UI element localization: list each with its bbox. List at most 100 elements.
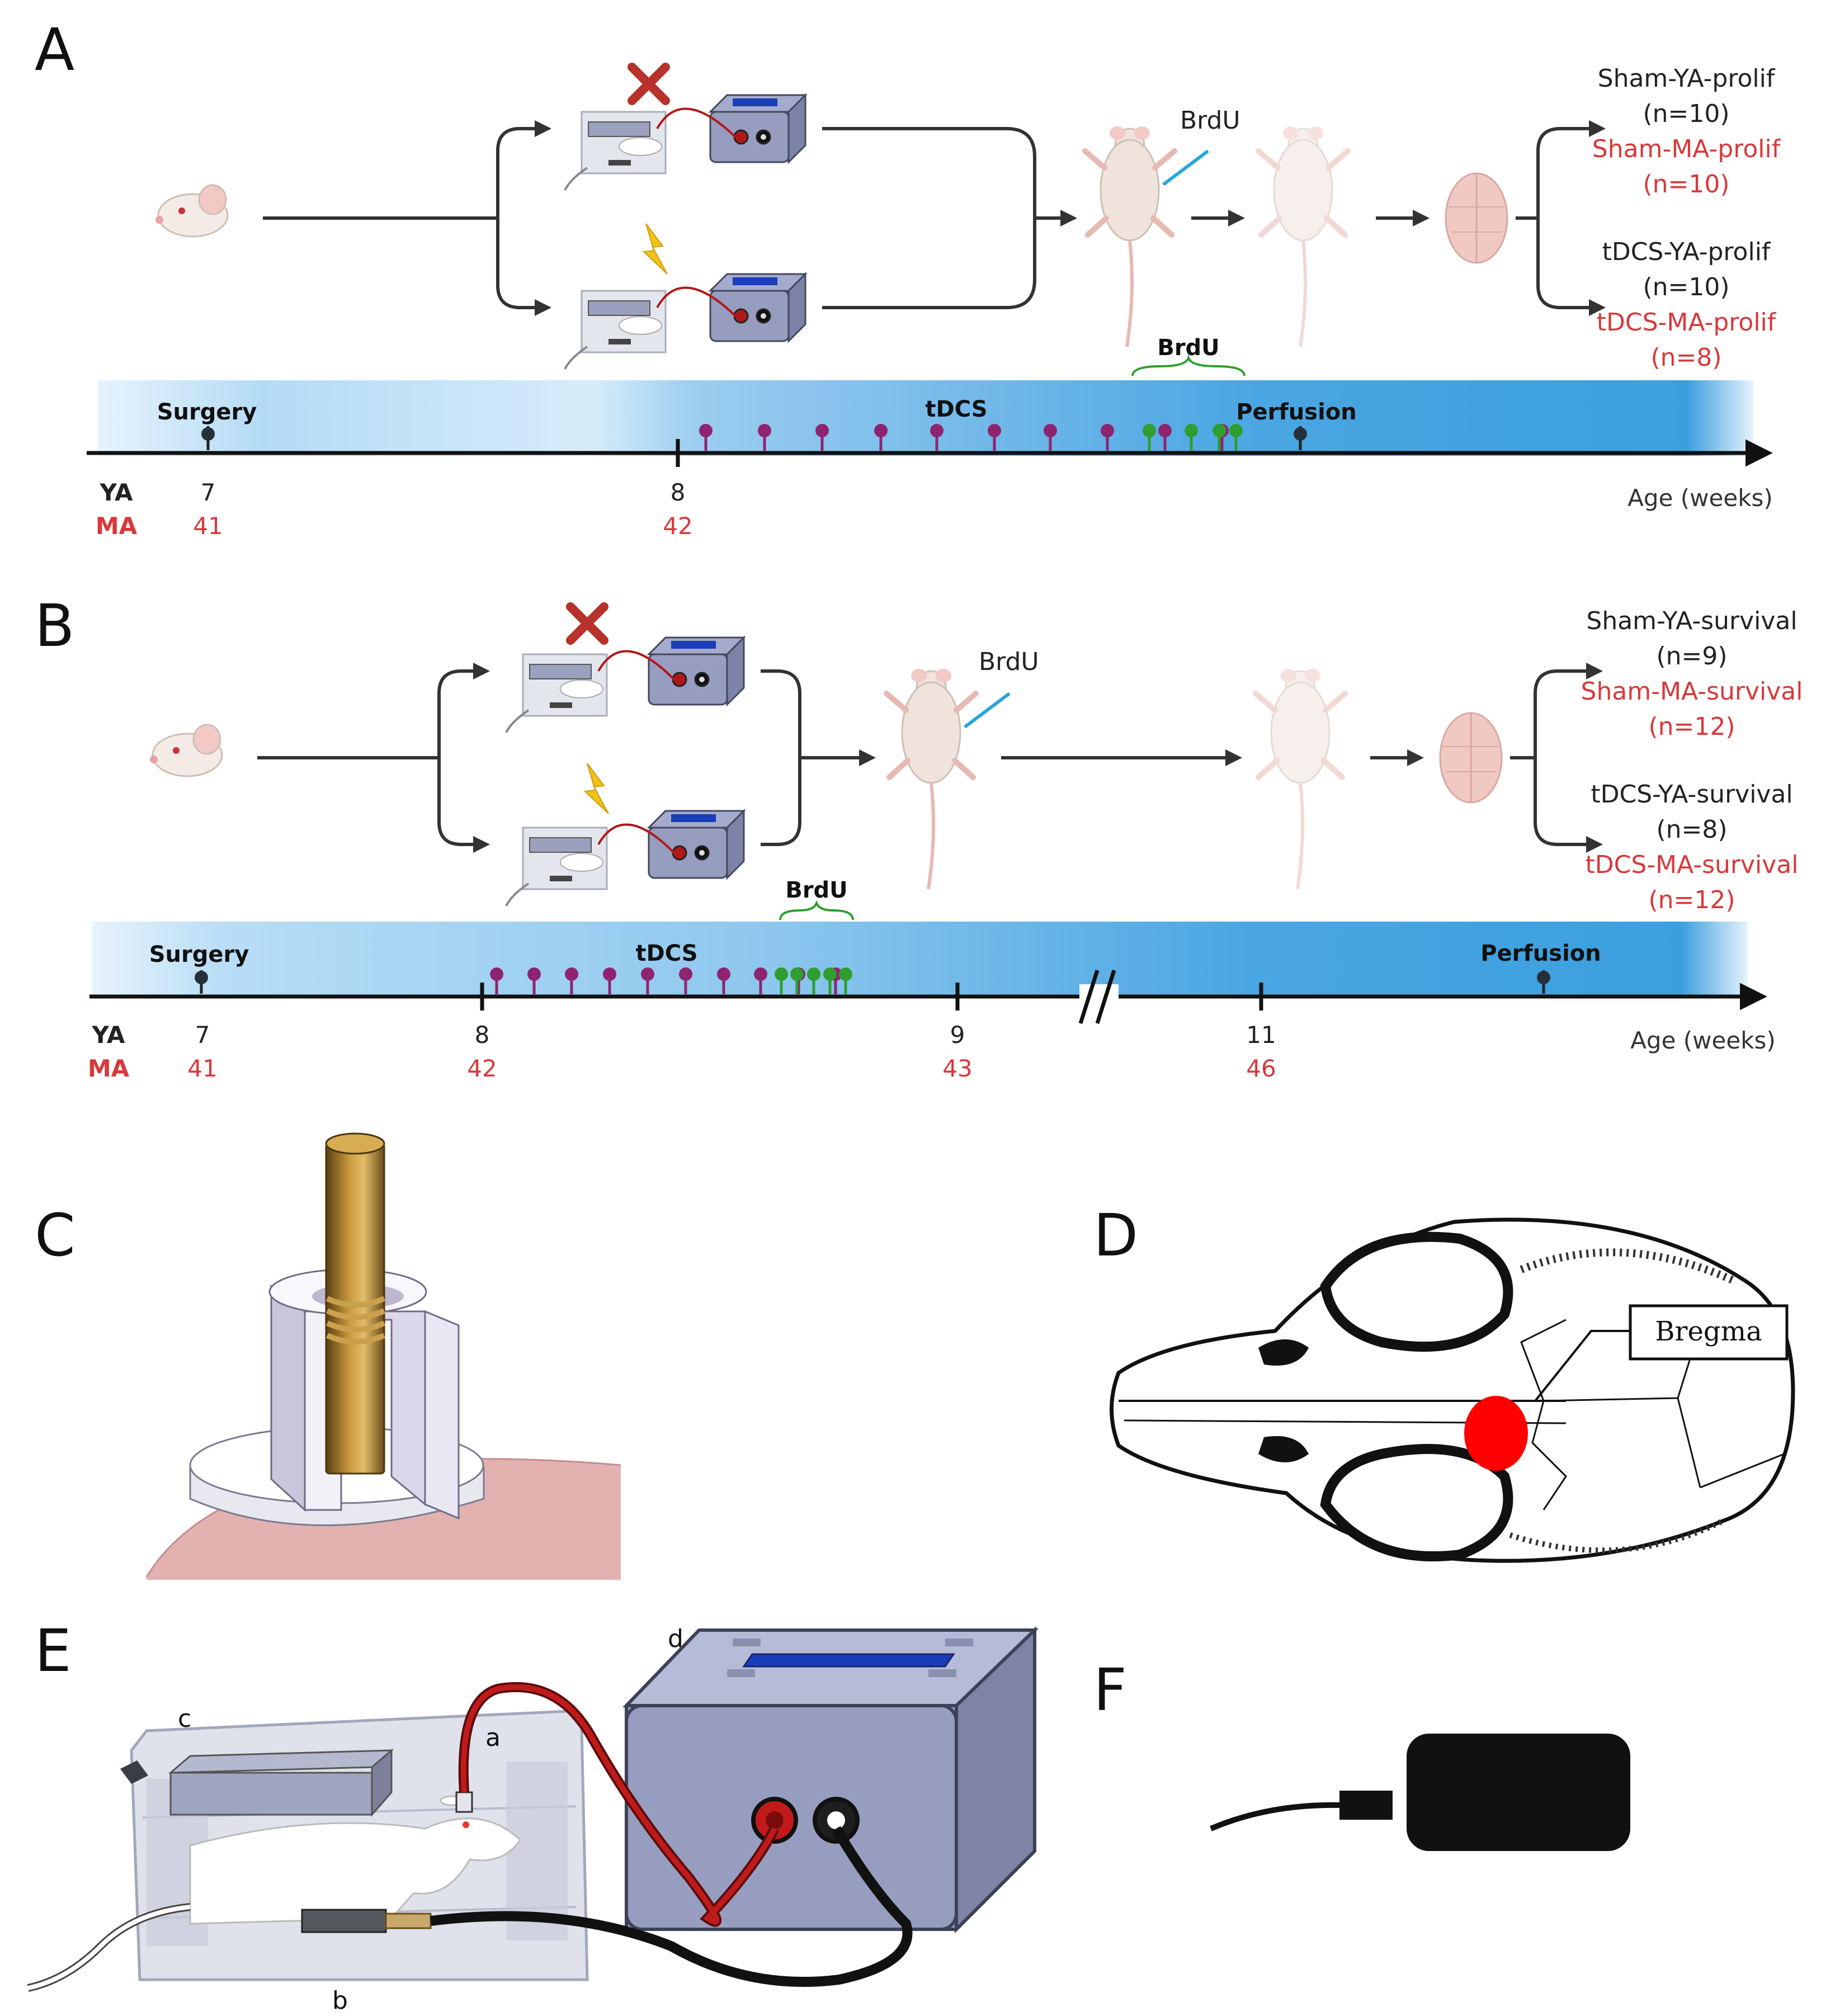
mouse-perfused-icon [1256,669,1345,889]
brdu-injection-marker [1185,424,1198,451]
session-markers [490,967,852,994]
session-markers [699,424,1243,451]
ya-tick-label: 7 [201,479,216,506]
brdu-injection-marker [1143,424,1156,451]
surgery-marker [195,970,208,994]
tdcs-label: tDCS [925,396,987,422]
panel-f-letter: F [1093,1656,1127,1724]
group-list: Sham-YA-survival (n=9) Sham-MA-survival … [1581,607,1803,914]
row-label-ya: YA [92,1021,125,1049]
injection-label: BrdU [979,648,1039,676]
flow-group-bottom [1534,758,1603,853]
brdu-injection-marker [775,967,788,994]
brdu-window-label: BrdU [1157,335,1219,361]
ma-tick-label: 42 [663,512,692,540]
injection-label: BrdU [1180,106,1240,135]
group-n: (n=8) [1650,343,1721,372]
panel-b-letter: B [35,592,74,660]
brdu-injection-marker [790,967,804,994]
axis-unit-label: Age (weeks) [1627,484,1773,512]
tdcs-session-marker [1158,424,1172,451]
group-label: tDCS-YA-prolif [1602,238,1771,266]
group-n: (n=10) [1643,100,1729,128]
tdcs-session-marker [930,424,943,451]
tdcs-session-marker [758,424,771,451]
timeline-band [98,380,1753,456]
flow-group-top [1516,129,1602,220]
group-label: tDCS-YA-survival [1591,780,1792,809]
electrode-lead-icon [1210,1802,1343,1831]
electrode-holder-illustration [145,1132,621,1580]
brdu-injection-marker [807,967,820,994]
row-label-ma: MA [88,1055,130,1082]
row-label-ya: YA [100,479,133,506]
ya-tick-label: 9 [950,1021,965,1049]
brdu-window-bracket [1131,354,1246,376]
perfusion-marker [1294,426,1307,450]
stimulation-bolt-icon [584,763,609,814]
group-label: Sham-MA-survival [1581,677,1803,706]
flow-merge [761,669,801,846]
stimulator-display [742,1653,955,1668]
surgery-label: Surgery [149,942,249,967]
panel-f: F [1093,1656,1630,1851]
flow-branch-bottom [496,218,551,316]
label-electrode-a: a [485,1724,501,1752]
ma-tick-label: 41 [193,512,223,540]
group-n: (n=9) [1656,642,1727,671]
tdcs-session-marker [815,424,829,451]
ma-tick-label: 41 [187,1055,217,1082]
tdcs-session-marker [679,967,692,994]
group-n: (n=12) [1648,886,1735,914]
panel-b: B BrdU Sham-YA-survival (n= [35,592,1803,1082]
tdcs-session-marker [699,424,713,451]
sham-setup-icon [564,67,806,191]
surgery-marker [201,426,215,450]
ya-tick-label: 8 [671,479,686,506]
brdu-window-bracket [779,900,854,920]
flow-merge [822,127,1036,309]
group-label: Sham-MA-prolif [1592,135,1781,163]
mouse-in-restrainer-illustration [27,1795,521,1992]
perfusion-marker [1537,970,1550,994]
panel-a-letter: A [35,16,74,84]
no-stimulation-icon [570,607,604,640]
brdu-injection-marker [823,967,837,994]
bregma-callout-box [1629,1304,1789,1361]
tdcs-session-marker [527,967,541,994]
ma-tick-label: 42 [467,1055,497,1082]
bregma-label: Bregma [1655,1316,1762,1347]
tdcs-session-marker [490,967,503,994]
tdcs-setup-icon [505,763,745,907]
group-label: tDCS-MA-survival [1585,851,1798,879]
brain-icon [1445,172,1508,264]
row-label-ma: MA [96,512,138,540]
tdcs-session-marker [874,424,888,451]
tdcs-session-marker [717,967,730,994]
electrode-connector-icon [1339,1791,1393,1820]
brdu-injection-marker [1213,424,1226,451]
group-label: tDCS-MA-prolif [1597,308,1777,337]
tdcs-session-marker [988,424,1001,451]
ya-tick-label: 7 [195,1021,210,1049]
mouse-injection-icon [1085,126,1174,347]
ya-tick-label: 8 [475,1021,490,1049]
counter-electrode-pad-icon [1407,1734,1630,1851]
mouse-head-icon [149,724,223,777]
group-n: (n=12) [1648,712,1735,741]
syringe-icon [1162,149,1209,186]
perfusion-label: Perfusion [1480,941,1601,966]
panel-e: E [27,1617,1039,2015]
brdu-injection-marker [839,967,852,994]
stimulator-illustration [622,1626,1039,1934]
group-n: (n=10) [1643,170,1729,199]
tdcs-session-marker [603,967,616,994]
flow-branch-bottom [437,758,490,853]
flow-group-bottom [1536,218,1606,316]
flow-branch-top [496,120,551,218]
panel-e-letter: E [35,1617,72,1685]
no-stimulation-icon [632,67,666,101]
group-n: (n=8) [1656,815,1727,844]
brdu-injection-marker [1229,424,1243,451]
